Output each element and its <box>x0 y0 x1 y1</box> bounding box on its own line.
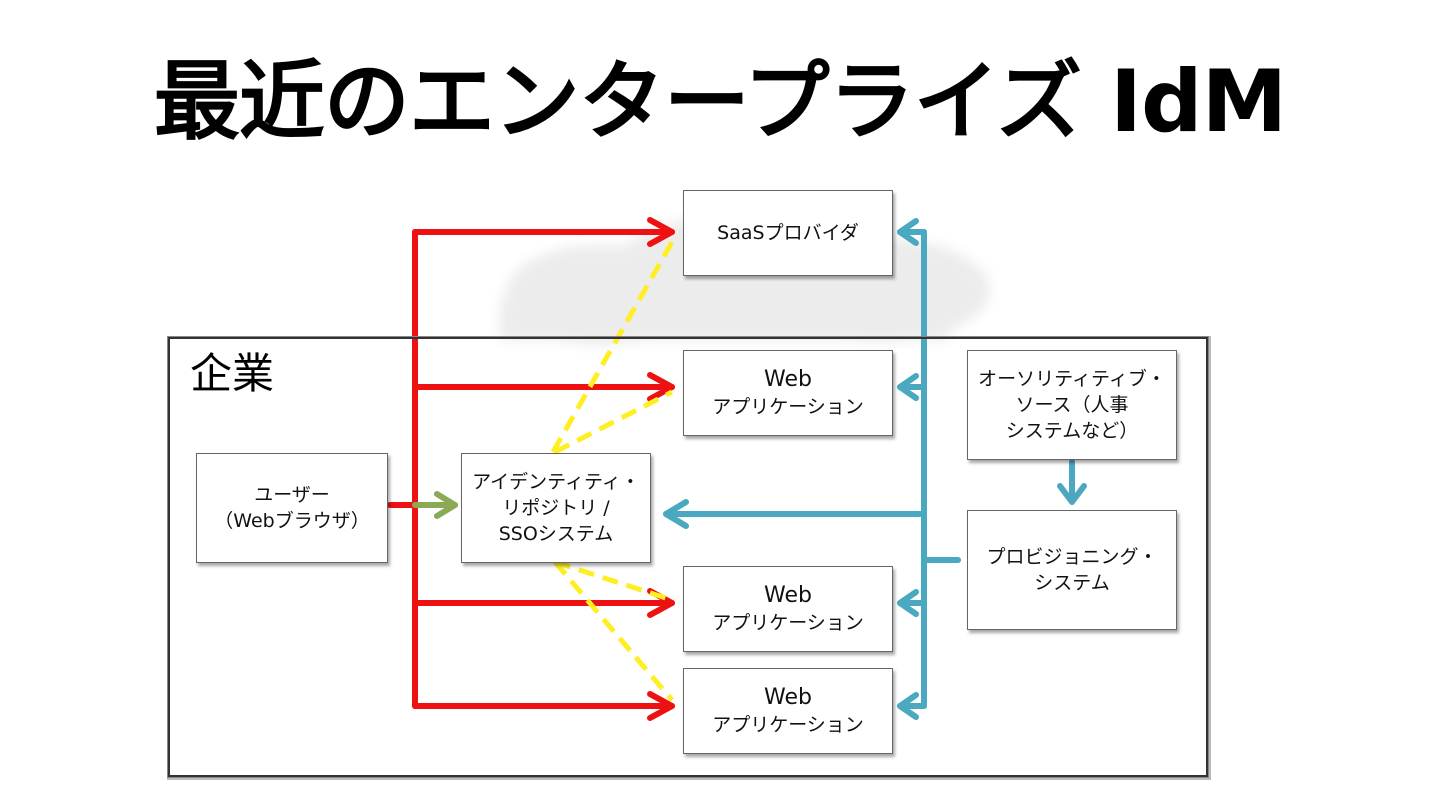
federation-lines <box>550 240 675 702</box>
authoritative-source-line-2: ソース（人事 <box>1015 394 1129 416</box>
blue-arrowhead-webapp1 <box>897 373 919 401</box>
identity-repository-box: アイデンティティ・ リポジトリ / SSOシステム <box>461 453 651 563</box>
blue-arrowhead-saas <box>897 218 919 246</box>
identity-repository-line-2: リポジトリ / <box>502 497 610 519</box>
provisioning-arrows <box>663 218 1087 720</box>
user-box: ユーザー （Webブラウザ） <box>196 453 388 563</box>
blue-arrowhead-webapp2 <box>897 589 919 617</box>
web-app-2-line-2: アプリケーション <box>712 612 864 634</box>
user-line-1: ユーザー <box>254 484 330 506</box>
blue-arrowhead-webapp3 <box>897 692 919 720</box>
enterprise-label: 企業 <box>190 349 275 398</box>
enterprise-boundary <box>168 337 1208 777</box>
web-app-box-1: Web アプリケーション <box>683 350 893 436</box>
web-app-1-line-2: アプリケーション <box>712 396 864 418</box>
provisioning-system-line-1: プロビジョニング・ <box>986 546 1158 568</box>
web-app-3-line-1: Web <box>764 685 812 710</box>
login-arrow <box>412 491 458 519</box>
red-arrowhead-webapp1 <box>647 372 675 402</box>
page-title: 最近のエンタープライズ IdM <box>153 52 1287 152</box>
blue-arrowhead-provisioning <box>1057 483 1087 505</box>
authoritative-source-box: オーソリティティブ・ ソース（人事 システムなど） <box>967 350 1177 460</box>
web-app-box-2: Web アプリケーション <box>683 566 893 652</box>
web-app-3-line-2: アプリケーション <box>712 714 864 736</box>
provisioning-system-box: プロビジョニング・ システム <box>967 510 1177 630</box>
web-app-box-3: Web アプリケーション <box>683 668 893 754</box>
authoritative-source-line-1: オーソリティティブ・ <box>978 368 1166 390</box>
saas-provider-label: SaaSプロバイダ <box>717 222 859 244</box>
access-arrows <box>387 217 675 721</box>
provisioning-system-line-2: システム <box>1034 572 1110 594</box>
web-app-1-line-1: Web <box>764 367 812 392</box>
authoritative-source-line-3: システムなど） <box>1005 420 1139 442</box>
identity-repository-line-1: アイデンティティ・ <box>472 471 640 493</box>
user-line-2: （Webブラウザ） <box>214 510 370 532</box>
saas-provider-box: SaaSプロバイダ <box>683 190 893 276</box>
identity-repository-line-3: SSOシステム <box>498 523 614 545</box>
red-arrowhead-webapp3 <box>647 691 675 721</box>
web-app-2-line-1: Web <box>764 583 812 608</box>
red-arrowhead-saas <box>647 217 675 247</box>
blue-arrowhead-idp <box>663 499 689 529</box>
